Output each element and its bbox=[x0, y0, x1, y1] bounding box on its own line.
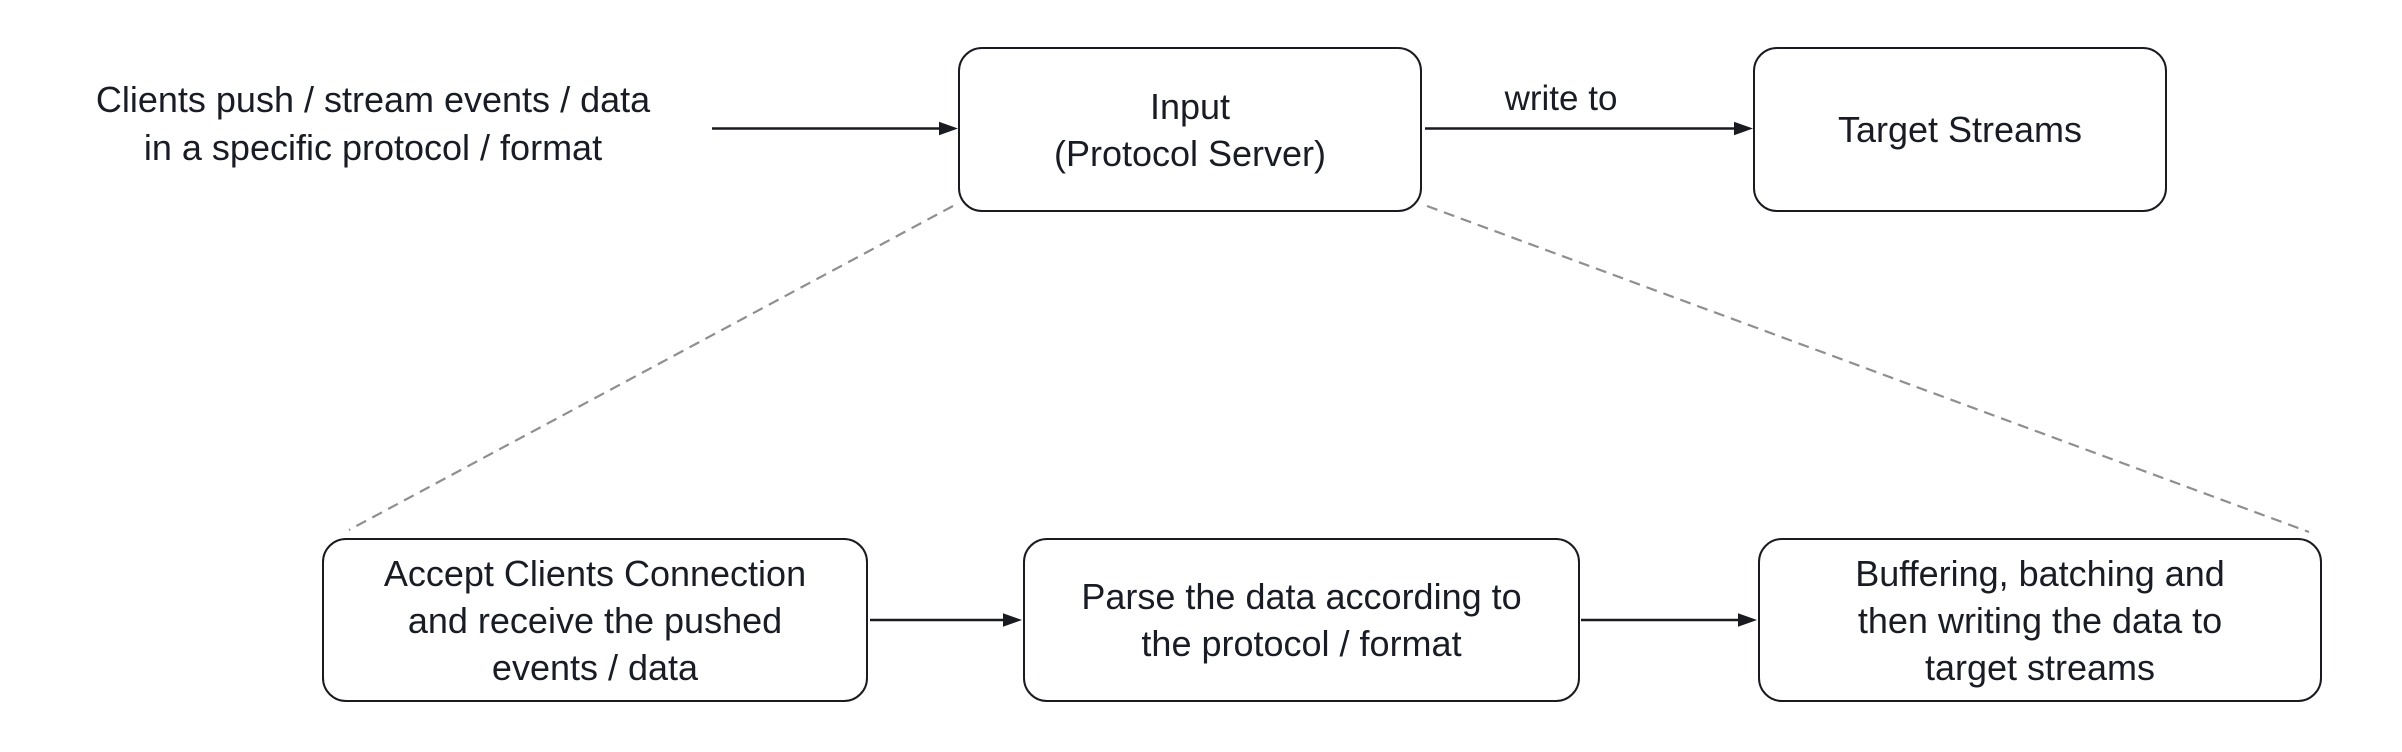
node-label-line: target streams bbox=[1924, 646, 2156, 688]
node-label-line: Accept Clients Connection bbox=[383, 552, 807, 594]
arrow-input-to-target-streams bbox=[1425, 121, 1753, 136]
node-parse-data: Parse the data according to the protocol… bbox=[1023, 538, 1580, 702]
node-label-line: Parse the data according to bbox=[1081, 576, 1522, 617]
node-target-streams: Target Streams bbox=[1753, 47, 2167, 212]
dashed-connector-input-to-accept bbox=[348, 205, 954, 531]
node-label-line: then writing the data to bbox=[1857, 599, 2223, 641]
node-label-line: events / data bbox=[491, 646, 699, 688]
node-accept-clients-connection: Accept Clients Connection and receive th… bbox=[322, 538, 868, 702]
dashed-connector-input-to-buffer bbox=[1426, 204, 2310, 534]
node-label-line: (Protocol Server) bbox=[1053, 132, 1327, 174]
arrowhead-icon bbox=[939, 121, 958, 136]
arrowhead-icon bbox=[1738, 613, 1757, 627]
node-label-line: Target Streams bbox=[1837, 109, 2083, 150]
node-label-line: Buffering, batching and bbox=[1855, 552, 2225, 594]
arrow-parse-to-buffer bbox=[1581, 613, 1757, 627]
node-label-line: and receive the pushed bbox=[407, 599, 783, 641]
arrow-clients-to-input bbox=[712, 121, 958, 136]
clients-annotation: Clients push / stream events / data in a… bbox=[38, 76, 708, 172]
arrowhead-icon bbox=[1003, 613, 1022, 627]
clients-annotation-line: Clients push / stream events / data bbox=[95, 79, 651, 120]
node-input-protocol-server: Input (Protocol Server) bbox=[958, 47, 1422, 212]
write-to-edge-label: write to bbox=[1504, 79, 1618, 118]
clients-annotation-line: in a specific protocol / format bbox=[143, 127, 603, 168]
arrowhead-icon bbox=[1734, 121, 1753, 136]
node-buffering-batching-writing: Buffering, batching and then writing the… bbox=[1758, 538, 2322, 702]
node-label-line: the protocol / format bbox=[1141, 623, 1462, 664]
node-label-line: Input bbox=[1149, 85, 1231, 127]
arrow-accept-to-parse bbox=[870, 613, 1022, 627]
